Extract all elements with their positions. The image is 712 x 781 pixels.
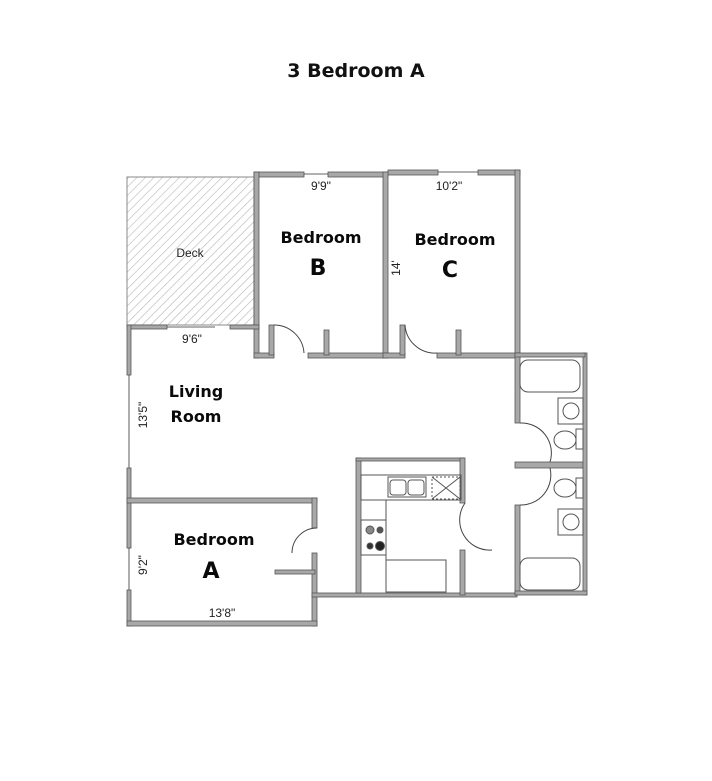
deck-area: Deck [126, 176, 255, 326]
bedroom-b-label: Bedroom [280, 228, 361, 247]
walls [126, 169, 588, 627]
bedroom-a-depth: 9'2" [136, 555, 150, 575]
bedroom-c-width: 10'2" [436, 179, 463, 193]
deck-label: Deck [176, 246, 204, 260]
bedroom-c-depth: 14' [389, 260, 403, 276]
bedroom-c-label: Bedroom [414, 230, 495, 249]
bedroom-a-width: 13'8" [209, 606, 236, 620]
page-title: 3 Bedroom A [287, 60, 425, 82]
bedroom-b-width: 9'9" [311, 179, 331, 193]
living-room-label-1: Living [169, 382, 223, 401]
bedroom-b-letter: B [310, 256, 327, 281]
kitchen-fixtures [360, 474, 462, 593]
living-room-depth: 13'5" [136, 402, 150, 429]
bedroom-a-letter: A [202, 559, 219, 584]
deck-width: 9'6" [182, 332, 202, 346]
bedroom-a-label: Bedroom [173, 530, 254, 549]
door-swings [273, 324, 552, 554]
bath-fixtures [519, 359, 584, 591]
bedroom-c-letter: C [442, 258, 458, 283]
living-room-label-2: Room [171, 407, 222, 426]
